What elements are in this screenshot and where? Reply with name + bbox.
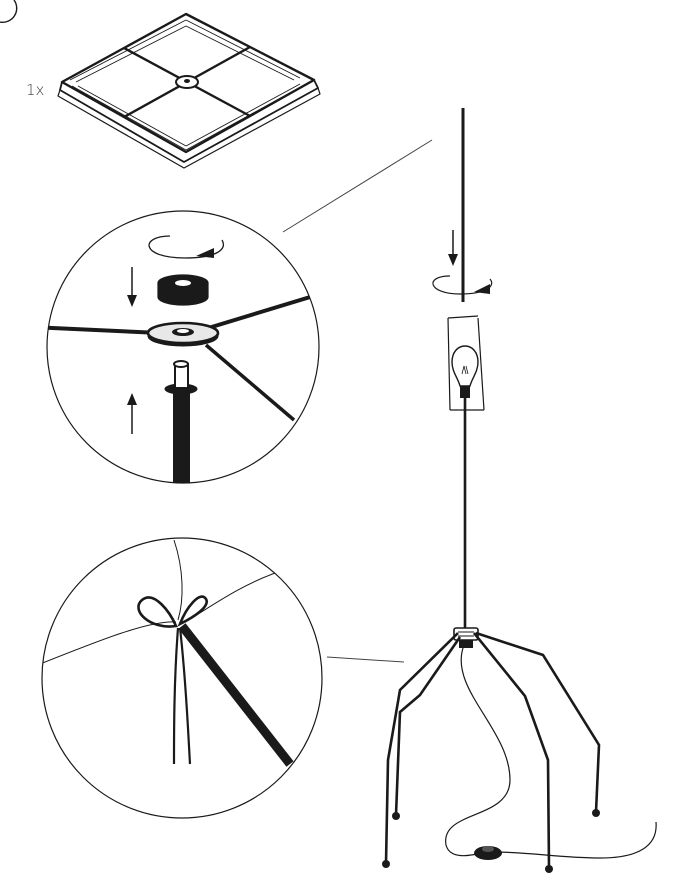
callout-line-base bbox=[326, 656, 405, 663]
leg-foot bbox=[382, 860, 390, 868]
foot-switch-icon bbox=[474, 846, 502, 860]
light-bulb-icon bbox=[451, 345, 479, 398]
bulb-cage bbox=[447, 315, 485, 411]
lamp-leg-3 bbox=[472, 632, 551, 869]
threaded-stud bbox=[164, 360, 198, 395]
flat-shade-panel bbox=[57, 12, 321, 169]
rod-rotate-arrow-icon bbox=[432, 275, 493, 295]
lock-nut bbox=[157, 274, 209, 306]
power-cable bbox=[445, 647, 511, 857]
detail-circle-hub bbox=[46, 210, 320, 484]
leg-hub-clamp bbox=[453, 627, 479, 648]
floor-lamp-assembly bbox=[382, 108, 657, 873]
lamp-leg-1 bbox=[384, 632, 459, 864]
hub-washer bbox=[146, 321, 220, 347]
leg-foot bbox=[545, 865, 553, 873]
detail-circle-bow bbox=[41, 537, 323, 819]
callout-line-hub bbox=[282, 139, 433, 233]
leg-foot bbox=[392, 812, 400, 820]
shade-quantity-label: 1x bbox=[26, 81, 45, 99]
bow-knot bbox=[137, 596, 178, 628]
lamp-leg-2 bbox=[394, 636, 462, 816]
rotate-arrow-icon bbox=[148, 235, 225, 259]
leg-foot bbox=[592, 809, 600, 817]
step-marker-circle bbox=[0, 0, 18, 23]
lamp-leg-4 bbox=[475, 631, 601, 813]
